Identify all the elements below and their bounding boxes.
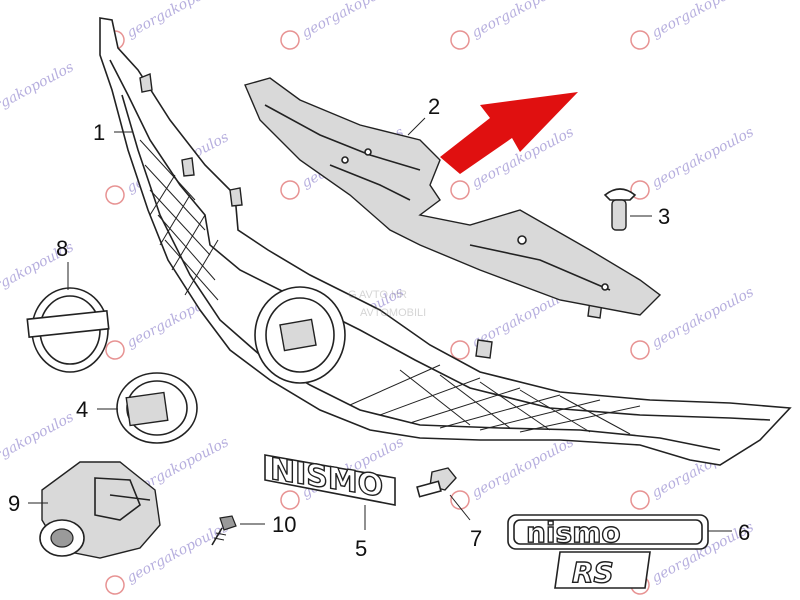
watermark-text: georgakopoulos [469, 0, 576, 41]
watermark-tile: georgakopoulos [105, 0, 231, 50]
callout-labels: 1 2 3 8 4 9 10 5 7 6 [8, 94, 750, 561]
highlight-arrow [440, 92, 578, 174]
callout-10: 10 [272, 512, 296, 537]
emblem-base [116, 372, 198, 444]
watermark-text: georgakopoulos [0, 409, 76, 476]
grille-mesh-upper [139, 139, 219, 301]
watermark-text: georgakopoulos [299, 0, 406, 41]
callout-9: 9 [8, 491, 20, 516]
watermark-badge-icon [450, 30, 470, 50]
watermark-tile: georgakopoulos [630, 0, 756, 50]
front-emblem [26, 287, 110, 373]
watermark-text: georgakopoulos [0, 59, 76, 126]
callout-3: 3 [658, 204, 670, 229]
watermark-tile: georgakopoulos [280, 0, 406, 50]
sensor-bracket [39, 461, 161, 559]
grille-assembly [99, 17, 792, 466]
watermark-badge-icon [105, 575, 125, 595]
watermark-badge-icon [450, 180, 470, 200]
watermark-badge-icon [280, 490, 300, 510]
leader-lines [28, 117, 732, 532]
nismo-rs-emblem: nismo RS [507, 514, 709, 590]
watermark-text: georgakopoulos [649, 0, 756, 41]
watermark-badge-icon [450, 340, 470, 360]
callout-1: 1 [93, 120, 105, 145]
callout-8: 8 [56, 236, 68, 261]
center-mark-line2: AVTOMOBILI [360, 307, 426, 319]
watermark-badge-icon [630, 30, 650, 50]
callout-4: 4 [76, 397, 88, 422]
watermark-badge-icon [630, 340, 650, 360]
nismo-rs-bottom-text: RS [572, 556, 614, 589]
nismo-rs-top-text: nismo [526, 516, 621, 549]
watermark-tile: georgakopoulos [0, 59, 76, 126]
watermark-text: georgakopoulos [649, 124, 756, 191]
callout-5: 5 [355, 536, 367, 561]
center-mark: G AVTO.HR AVTOMOBILI [348, 289, 426, 319]
watermark-badge-icon [630, 490, 650, 510]
watermark-tile: georgakopoulos [450, 434, 576, 510]
upper-bracket [244, 77, 662, 316]
bolt-7 [416, 467, 457, 498]
watermark-badge-icon [280, 180, 300, 200]
watermark-badge-icon [105, 185, 125, 205]
watermark-text: georgakopoulos [124, 0, 231, 41]
callout-7: 7 [470, 526, 482, 551]
screw-10 [211, 515, 237, 546]
grille-mesh-lower [349, 364, 641, 435]
clip-part [603, 188, 637, 231]
watermark-tile: georgakopoulos [630, 124, 756, 200]
callout-2: 2 [428, 94, 440, 119]
callout-6: 6 [738, 520, 750, 545]
watermark-badge-icon [450, 490, 470, 510]
watermark-text: georgakopoulos [469, 434, 576, 501]
watermark-badge-icon [105, 340, 125, 360]
watermark-text: georgakopoulos [649, 284, 756, 351]
center-mark-line1: G AVTO.HR [348, 289, 407, 301]
watermark-tile: georgakopoulos [450, 0, 576, 50]
watermark-badge-icon [280, 30, 300, 50]
